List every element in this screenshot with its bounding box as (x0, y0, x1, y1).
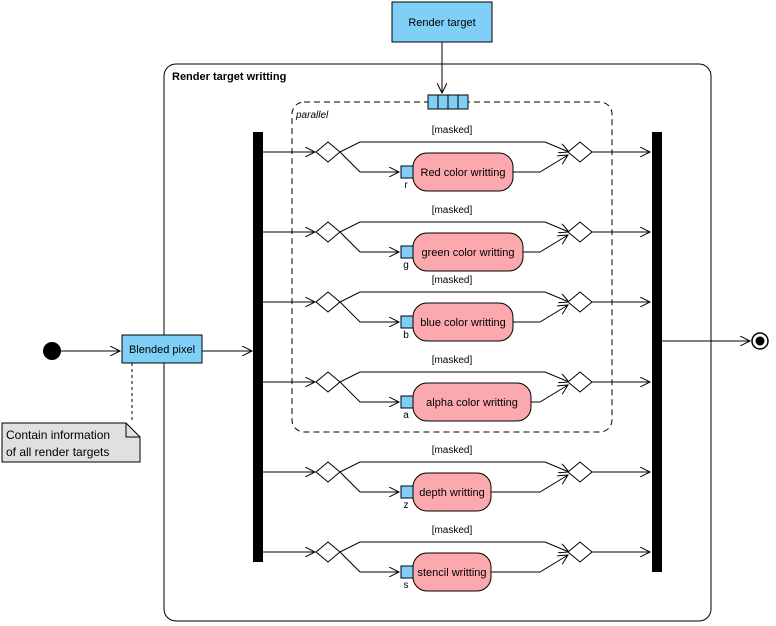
note-line-1: Contain information (6, 428, 110, 442)
lane-s: [masked] s stencil writting (263, 525, 650, 592)
pin-label: g (403, 260, 409, 271)
join-bar (652, 132, 662, 572)
merge-node (567, 141, 593, 163)
pin-label: b (403, 330, 409, 341)
action-flow (339, 471, 399, 492)
input-pin (400, 395, 414, 409)
decision-node (315, 541, 341, 563)
action-flow (339, 551, 399, 572)
action-label: Red color writting (421, 167, 506, 179)
region-label: parallel (295, 110, 329, 121)
action-node[interactable]: stencil writting (412, 552, 492, 592)
action-flow (339, 301, 399, 322)
masked-flow (339, 291, 569, 302)
lane-a: [masked] a alpha color writting (263, 355, 650, 422)
decision-node (315, 461, 341, 483)
action-out-flow (491, 555, 568, 573)
input-pin (400, 245, 414, 259)
action-node[interactable]: depth writting (412, 472, 492, 512)
action-label: blue color writting (420, 317, 506, 329)
merge-node (567, 371, 593, 393)
input-pin (400, 165, 414, 179)
action-flow (339, 381, 399, 402)
action-out-flow (531, 385, 568, 403)
action-label: stencil writting (417, 567, 486, 579)
action-node[interactable]: blue color writting (412, 302, 514, 342)
merge-node (567, 221, 593, 243)
expansion-node (427, 94, 469, 110)
masked-flow (339, 541, 569, 552)
guard-label: [masked] (432, 125, 473, 136)
guard-label: [masked] (432, 355, 473, 366)
lanes: [masked] r Red color writting [masked] g gree… (263, 125, 650, 592)
merge-node (567, 291, 593, 313)
decision-node (315, 221, 341, 243)
lane-g: [masked] g green color writting (263, 205, 650, 272)
action-out-flow (491, 475, 568, 493)
guard-label: [masked] (432, 205, 473, 216)
action-node[interactable]: Red color writting (412, 152, 514, 192)
input-pin (400, 315, 414, 329)
activity-frame: Render target writting (163, 63, 712, 622)
action-node[interactable]: alpha color writting (412, 382, 532, 422)
input-pin (400, 485, 414, 499)
input-pin (400, 565, 414, 579)
render-target-object[interactable]: Render target (391, 1, 493, 43)
note: Contain information of all render target… (1, 422, 141, 463)
fork-bar (253, 132, 263, 562)
initial-node (43, 342, 61, 360)
guard-label: [masked] (432, 445, 473, 456)
guard-label: [masked] (432, 525, 473, 536)
lane-z: [masked] z depth writting (263, 445, 650, 512)
decision-node (315, 141, 341, 163)
masked-flow (339, 221, 569, 232)
final-node (751, 332, 769, 350)
action-label: depth writting (419, 487, 484, 499)
pin-label: r (404, 180, 408, 191)
masked-flow (339, 141, 569, 152)
action-flow (339, 151, 399, 172)
masked-flow (339, 461, 569, 472)
pin-label: s (404, 580, 409, 591)
lane-r: [masked] r Red color writting (263, 125, 650, 192)
action-out-flow (513, 305, 568, 323)
pin-label: a (403, 410, 409, 421)
blended-pixel-label: Blended pixel (129, 344, 195, 356)
blended-pixel-object[interactable]: Blended pixel (121, 334, 203, 364)
merge-node (567, 461, 593, 483)
action-out-flow (513, 155, 568, 173)
lane-b: [masked] b blue color writting (263, 275, 650, 342)
note-line-2: of all render targets (6, 445, 109, 459)
decision-node (315, 371, 341, 393)
guard-label: [masked] (432, 275, 473, 286)
masked-flow (339, 371, 569, 382)
merge-node (567, 541, 593, 563)
parallel-region: parallel (291, 94, 613, 433)
decision-node (315, 291, 341, 313)
action-node[interactable]: green color writting (412, 232, 524, 272)
activity-title: Render target writting (172, 71, 286, 83)
action-flow (339, 231, 399, 252)
action-out-flow (523, 235, 568, 253)
action-label: alpha color writting (426, 397, 518, 409)
render-target-label: Render target (408, 17, 475, 29)
pin-label: z (404, 500, 409, 511)
action-label: green color writting (422, 247, 515, 259)
